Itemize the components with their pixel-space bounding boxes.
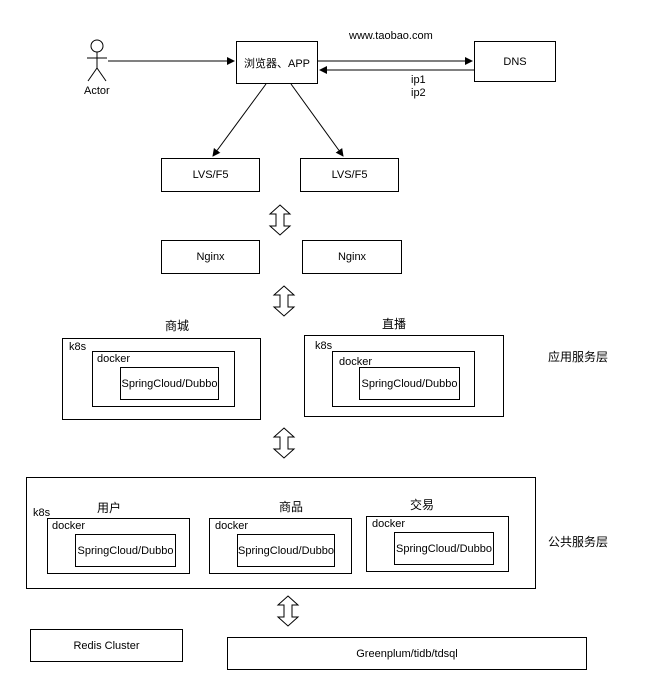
lvs-box-right: LVS/F5 [300, 158, 399, 192]
client-label: 浏览器、APP [243, 57, 310, 70]
app-group-title-live: 直播 [382, 317, 407, 331]
nginx-box-left: Nginx [161, 240, 260, 274]
arrow-client-to-lvs-left [212, 83, 267, 157]
actor-figure-icon [87, 39, 107, 82]
common-group-title-product: 商品 [279, 500, 304, 514]
database-label: Greenplum/tidb/tdsql [356, 647, 458, 660]
common-group-title-trade: 交易 [410, 498, 435, 512]
redis-label: Redis Cluster [73, 639, 140, 652]
ip1-label: ip1 [411, 74, 426, 86]
app-group-title-mall: 商城 [165, 319, 190, 333]
double-arrow-icon [268, 204, 300, 627]
common-group-title-user: 用户 [97, 501, 122, 515]
docker-label: docker [339, 356, 373, 368]
lvs-label: LVS/F5 [192, 169, 229, 181]
docker-label: docker [52, 520, 86, 532]
service-box-trade: SpringCloud/Dubbo [394, 532, 494, 565]
nginx-label: Nginx [196, 251, 225, 263]
service-label: SpringCloud/Dubbo [121, 377, 218, 390]
app-layer-label: 应用服务层 [548, 350, 609, 364]
docker-label: docker [215, 520, 249, 532]
ip2-label: ip2 [411, 87, 426, 99]
docker-label: docker [372, 518, 406, 530]
service-box-product: SpringCloud/Dubbo [237, 534, 335, 567]
actor-label: Actor [84, 85, 110, 97]
service-label: SpringCloud/Dubbo [361, 377, 458, 390]
service-label: SpringCloud/Dubbo [238, 544, 335, 557]
arrow-client-to-lvs-right [290, 83, 344, 157]
k8s-label: k8s [315, 340, 333, 352]
service-label: SpringCloud/Dubbo [395, 542, 492, 555]
service-box-user: SpringCloud/Dubbo [75, 534, 176, 567]
client-box: 浏览器、APP [236, 41, 318, 84]
common-layer-label: 公共服务层 [548, 535, 609, 549]
domain-label: www.taobao.com [349, 30, 433, 42]
lvs-box-left: LVS/F5 [161, 158, 260, 192]
redis-box: Redis Cluster [30, 629, 183, 662]
lvs-label: LVS/F5 [331, 169, 368, 181]
service-label: SpringCloud/Dubbo [77, 544, 174, 557]
service-box-live: SpringCloud/Dubbo [359, 367, 460, 400]
database-box: Greenplum/tidb/tdsql [227, 637, 587, 670]
nginx-box-right: Nginx [302, 240, 402, 274]
dns-box: DNS [474, 41, 556, 82]
service-box-mall: SpringCloud/Dubbo [120, 367, 219, 400]
nginx-label: Nginx [337, 251, 367, 263]
k8s-label: k8s [69, 341, 87, 353]
dns-label: DNS [503, 55, 527, 68]
k8s-label: k8s [33, 507, 51, 519]
docker-label: docker [97, 353, 131, 365]
